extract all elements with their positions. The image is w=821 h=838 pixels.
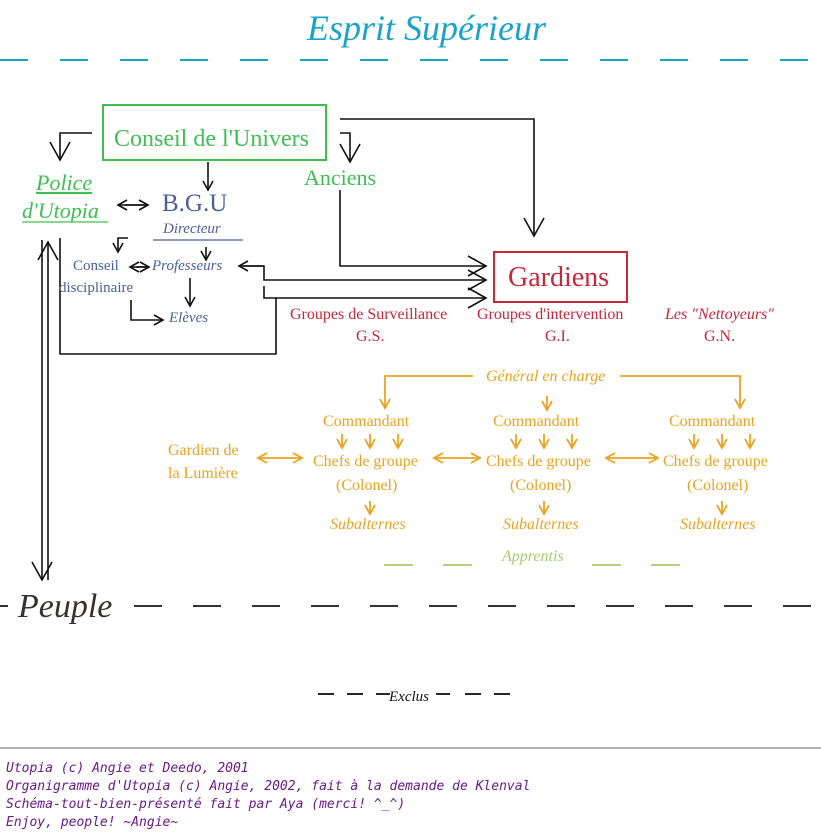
gardiens-box bbox=[493, 251, 628, 303]
conseil-univers-box bbox=[102, 104, 327, 161]
professeurs-label: Professeurs bbox=[152, 258, 223, 274]
gardien-lumiere-line2: la Lumière bbox=[168, 465, 238, 482]
colonel-label-gn: (Colonel) bbox=[687, 477, 749, 494]
commandant-label-gn: Commandant bbox=[669, 413, 756, 430]
conseil-disciplinaire-line2: disciplinaire bbox=[59, 280, 134, 296]
chefs-label-gn: Chefs de groupe bbox=[663, 453, 768, 470]
diagram-title: Esprit Supérieur bbox=[307, 8, 546, 48]
exclus-label: Exclus bbox=[389, 689, 429, 705]
police-label-line2: d'Utopia bbox=[22, 198, 99, 223]
eleves-label: Elèves bbox=[169, 310, 209, 326]
gardiens-label: Gardiens bbox=[508, 262, 610, 293]
group-gn-name: Les "Nettoyeurs" bbox=[665, 306, 774, 323]
subalternes-label-gn: Subalternes bbox=[680, 516, 756, 533]
group-gi-abbr: G.I. bbox=[545, 328, 570, 345]
conseil-disciplinaire-line1: Conseil bbox=[73, 258, 119, 274]
footer-line-2: Organigramme d'Utopia (c) Angie, 2002, f… bbox=[6, 779, 531, 794]
colonel-label-gi: (Colonel) bbox=[510, 477, 572, 494]
anciens-label: Anciens bbox=[304, 165, 377, 190]
subalternes-label-gs: Subalternes bbox=[330, 516, 406, 533]
black-connectors bbox=[31, 118, 545, 582]
footer-line-3: Schéma-tout-bien-présenté fait par Aya (… bbox=[6, 797, 406, 812]
group-gn-abbr: G.N. bbox=[704, 328, 736, 345]
group-gi-name: Groupes d'intervention bbox=[477, 306, 624, 323]
colonel-label-gs: (Colonel) bbox=[336, 477, 398, 494]
peuple-label: Peuple bbox=[18, 588, 113, 625]
orange-connectors bbox=[256, 375, 756, 516]
bgu-label: B.G.U bbox=[162, 190, 228, 217]
directeur-label: Directeur bbox=[163, 221, 221, 237]
conseil-univers-label: Conseil de l'Univers bbox=[114, 126, 309, 152]
commandant-label-gs: Commandant bbox=[323, 413, 410, 430]
general-label: Général en charge bbox=[486, 368, 606, 385]
apprentis-label: Apprentis bbox=[502, 548, 564, 565]
police-label-line1: Police bbox=[36, 170, 93, 195]
footer-credits: Utopia (c) Angie et Deedo, 2001 Organigr… bbox=[6, 760, 530, 832]
footer-line-1: Utopia (c) Angie et Deedo, 2001 bbox=[6, 761, 249, 776]
chefs-label-gi: Chefs de groupe bbox=[486, 453, 591, 470]
subalternes-label-gi: Subalternes bbox=[503, 516, 579, 533]
chefs-label-gs: Chefs de groupe bbox=[313, 453, 418, 470]
footer-line-4: Enjoy, people! ~Angie~ bbox=[6, 815, 179, 830]
group-gs-name: Groupes de Surveillance bbox=[290, 306, 448, 323]
gardien-lumiere-line1: Gardien de bbox=[168, 442, 239, 459]
group-gs-abbr: G.S. bbox=[356, 328, 385, 345]
commandant-label-gi: Commandant bbox=[493, 413, 580, 430]
